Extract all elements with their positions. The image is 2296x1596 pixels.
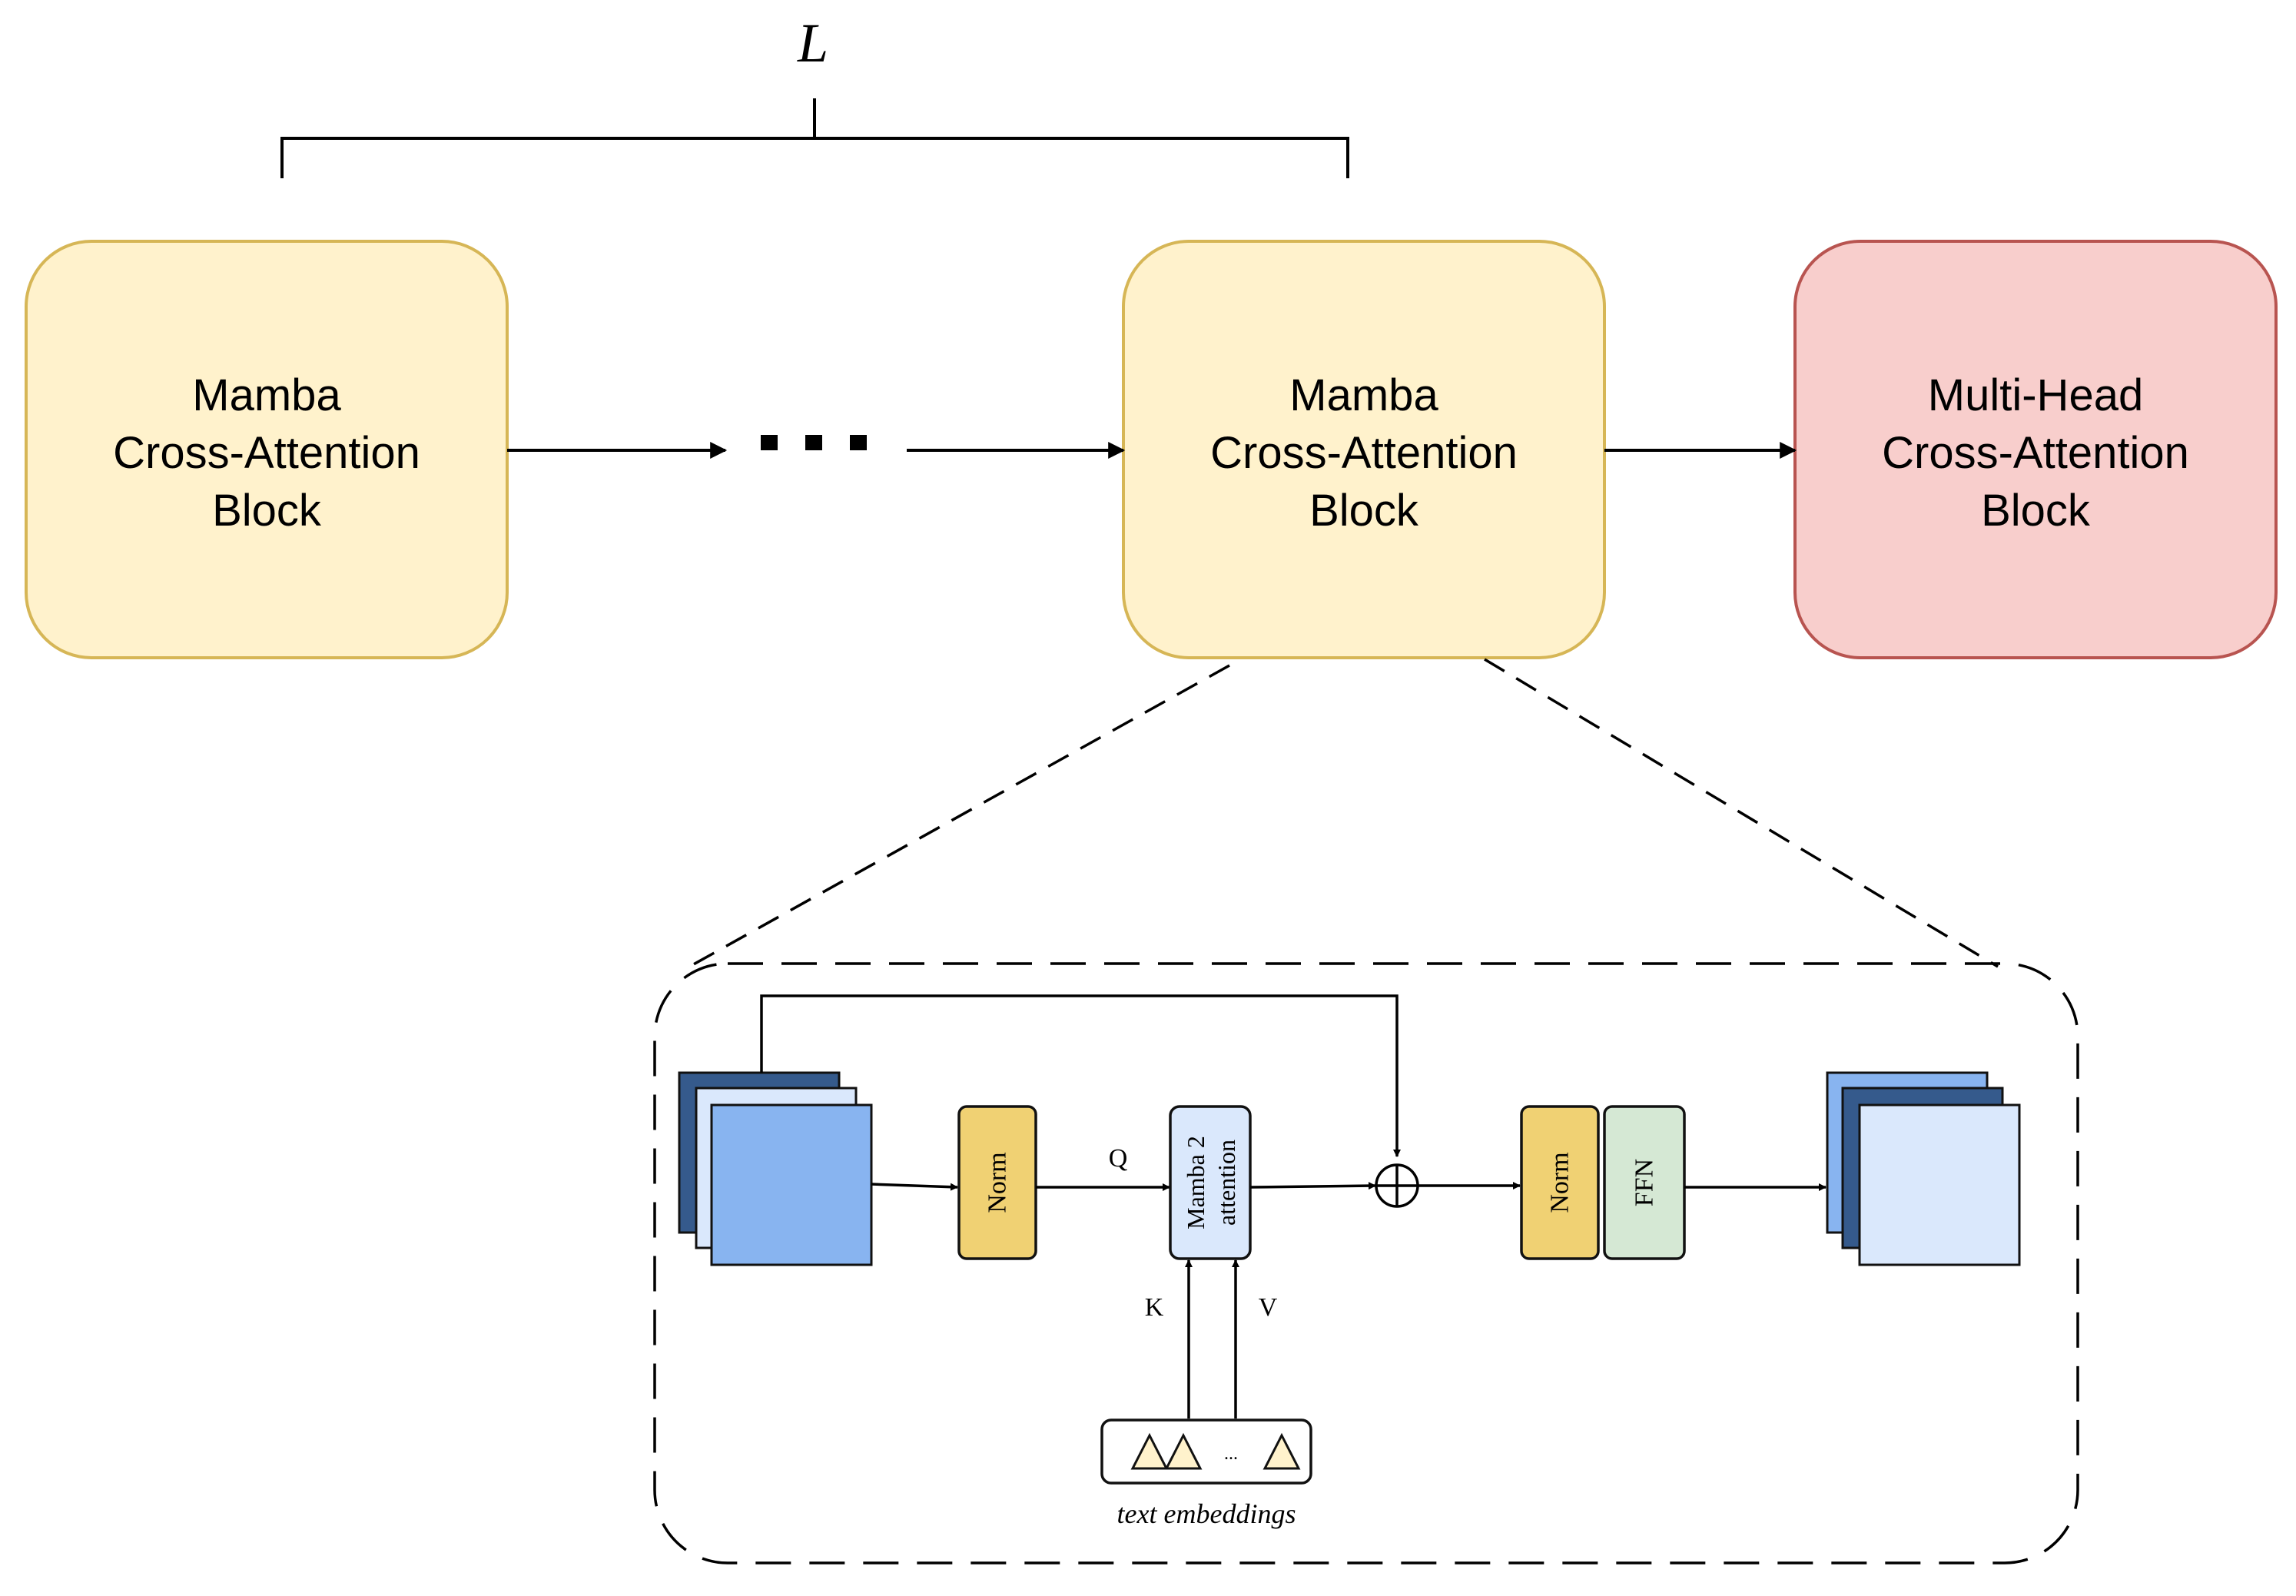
block-2-line-1: Mamba [1289, 370, 1438, 420]
residual-connection [760, 994, 1401, 1157]
block-1-line-3: Block [212, 486, 322, 536]
arrow-input-to-norm [871, 1183, 958, 1191]
repeat-label: L [797, 12, 828, 74]
output-feature-maps [1826, 1071, 2021, 1266]
embedding-triangle-1 [1130, 1432, 1169, 1470]
value-label: V [1259, 1293, 1278, 1322]
ffn-box: FFN [1603, 1105, 1686, 1260]
mamba2-label-line-1: Mamba 2 [1182, 1136, 1209, 1229]
block-2-line-3: Block [1309, 486, 1419, 536]
multi-head-cross-attention-block: Multi-Head Cross-Attention Block [1793, 240, 2278, 659]
arrow-attention-to-add [1249, 1182, 1376, 1190]
text-embeddings-box: ... [1100, 1418, 1312, 1485]
embedding-triangle-2 [1164, 1432, 1203, 1470]
zoom-line-right [1484, 658, 1999, 968]
block-2-line-2: Cross-Attention [1210, 428, 1518, 478]
mamba2-attention-box: Mamba 2 attention [1169, 1105, 1252, 1260]
repeat-bracket [280, 98, 1349, 178]
block-1-line-2: Cross-Attention [113, 428, 420, 478]
text-embeddings-caption: text embeddings [1117, 1498, 1296, 1529]
mamba-cross-attention-block-2: Mamba Cross-Attention Block [1122, 240, 1606, 659]
embedding-ellipsis: ... [1224, 1444, 1238, 1464]
block-1-line-1: Mamba [192, 370, 341, 420]
norm-box-1: Norm [957, 1105, 1037, 1260]
block-3-line-1: Multi-Head [1928, 370, 2143, 420]
ffn-label: FFN [1631, 1159, 1659, 1206]
embedding-triangle-3 [1262, 1432, 1301, 1470]
zoom-line-left [683, 664, 1230, 971]
norm-box-2: Norm [1520, 1105, 1600, 1260]
mamba-cross-attention-block-1: Mamba Cross-Attention Block [25, 240, 509, 659]
block-3-line-3: Block [1981, 486, 2091, 536]
query-label: Q [1109, 1144, 1128, 1173]
block-3-line-2: Cross-Attention [1882, 428, 2189, 478]
key-label: K [1145, 1293, 1164, 1322]
mamba2-label-line-2: attention [1213, 1140, 1240, 1226]
norm-2-label: Norm [1546, 1152, 1574, 1213]
norm-1-label: Norm [984, 1152, 1012, 1213]
input-feature-maps [678, 1071, 873, 1266]
ellipsis-dots [761, 435, 867, 450]
block-detail-container [653, 962, 2079, 1564]
add-operator-icon [1375, 1163, 1419, 1208]
